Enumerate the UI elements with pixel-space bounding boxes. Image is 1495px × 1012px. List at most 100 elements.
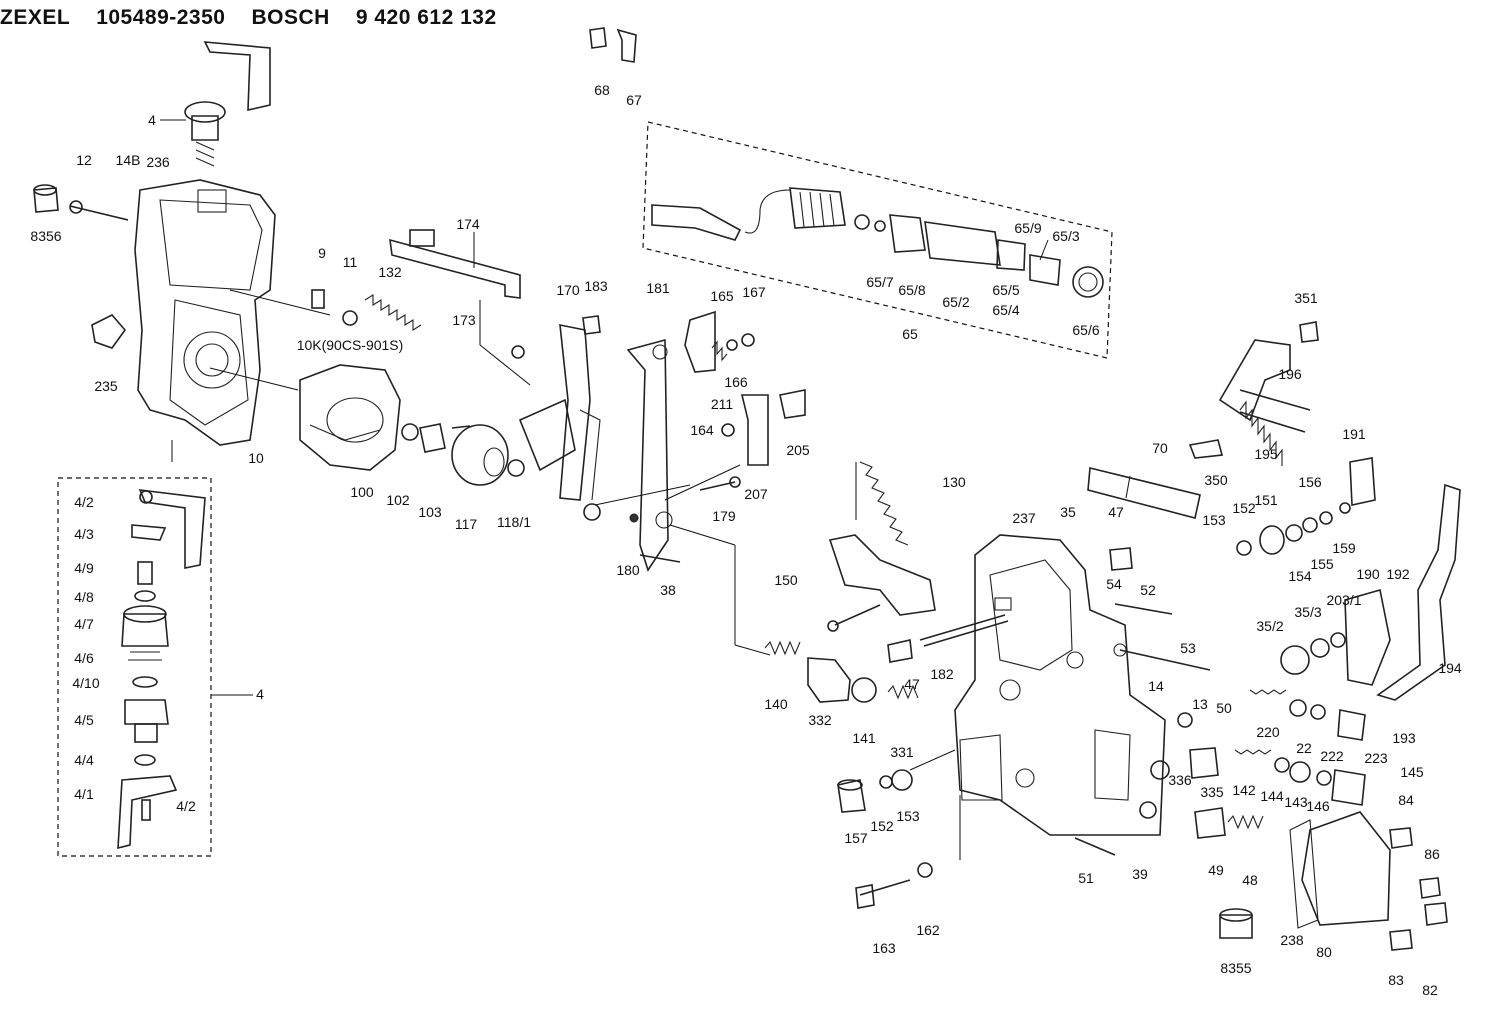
part-35-2: [1280, 645, 1310, 675]
part-183: [582, 315, 601, 335]
part-102: [401, 423, 419, 441]
label-181: 181: [646, 280, 670, 296]
label-47a: 47: [1108, 504, 1124, 520]
label-152b: 152: [870, 818, 894, 834]
part-146: [1316, 770, 1332, 786]
label-65-4: 65/4: [992, 302, 1020, 318]
part-154: [1285, 524, 1303, 542]
part-170-lever: [511, 324, 601, 521]
part-103: [419, 423, 446, 453]
label-237: 237: [1012, 510, 1036, 526]
part-195-spring: [1239, 400, 1283, 466]
label-156: 156: [1298, 474, 1322, 490]
label-51: 51: [1078, 870, 1094, 886]
label-10: 10: [248, 450, 264, 466]
part-144: [1274, 757, 1290, 773]
label-80: 80: [1316, 944, 1332, 960]
label-142: 142: [1232, 782, 1256, 798]
label-140: 140: [764, 696, 788, 712]
part-238-gasket: [1289, 819, 1319, 929]
label-166: 166: [724, 374, 748, 390]
part-193-lever: [1376, 483, 1461, 701]
label-14b: 14B: [115, 152, 141, 168]
part-86: [1419, 877, 1441, 899]
part-143: [1289, 761, 1311, 783]
label-84: 84: [1398, 792, 1414, 808]
label-173: 173: [452, 312, 476, 328]
label-222: 222: [1320, 748, 1344, 764]
label-151: 151: [1254, 492, 1278, 508]
label-65-2: 65/2: [942, 294, 970, 310]
part-8355: [1219, 908, 1253, 939]
label-4-6: 4/6: [74, 650, 94, 666]
label-4-2a: 4/2: [74, 494, 94, 510]
label-167: 167: [742, 284, 766, 300]
part-117: [451, 424, 509, 486]
part-8356: [33, 184, 59, 213]
label-49: 49: [1208, 862, 1224, 878]
label-13: 13: [1192, 696, 1208, 712]
label-70: 70: [1152, 440, 1168, 456]
part-165-spring: [711, 340, 728, 362]
part-166: [726, 339, 738, 351]
label-65-5: 65/5: [992, 282, 1020, 298]
label-4-5: 4/5: [74, 712, 94, 728]
label-182: 182: [930, 666, 954, 682]
pump-housing: [954, 534, 1166, 836]
label-52: 52: [1140, 582, 1156, 598]
part-22: [1289, 699, 1307, 717]
part-350: [1188, 439, 1224, 459]
label-193: 193: [1392, 730, 1416, 746]
label-211: 211: [710, 396, 734, 412]
part-13: [1177, 712, 1193, 728]
part-49: [1194, 807, 1226, 839]
group-4-box: [57, 477, 212, 857]
part-70: [1087, 467, 1201, 519]
label-65-3: 65/3: [1052, 228, 1080, 244]
label-118-1: 118/1: [497, 514, 531, 530]
label-68: 68: [594, 82, 610, 98]
part-223: [1337, 709, 1366, 741]
label-4: 4: [148, 112, 156, 128]
part-48: [1227, 814, 1264, 830]
label-190: 190: [1356, 566, 1380, 582]
label-153b: 153: [896, 808, 920, 824]
label-10k: 10K(90CS-901S): [296, 337, 404, 353]
label-223: 223: [1364, 750, 1388, 766]
part-152b: [879, 775, 893, 789]
part-82: [1424, 902, 1448, 926]
label-183: 183: [584, 278, 608, 294]
part-181-lever: [594, 338, 771, 656]
label-22: 22: [1296, 740, 1312, 756]
label-332: 332: [808, 712, 832, 728]
label-196: 196: [1278, 366, 1302, 382]
part-130-spring: [855, 461, 909, 546]
label-180: 180: [616, 562, 640, 578]
label-65-8: 65/8: [898, 282, 926, 298]
label-192: 192: [1386, 566, 1410, 582]
label-205: 205: [786, 442, 810, 458]
label-165: 165: [710, 288, 734, 304]
part-84: [1389, 827, 1413, 849]
part-67: [616, 28, 637, 63]
label-82: 82: [1422, 982, 1438, 998]
label-117: 117: [454, 516, 478, 532]
label-35-2: 35/2: [1256, 618, 1284, 634]
label-174: 174: [456, 216, 480, 232]
part-9: [311, 289, 325, 309]
label-150: 150: [774, 572, 798, 588]
part-4-cap: [160, 41, 271, 167]
part-220: [1249, 689, 1287, 695]
part-150-lever: [827, 534, 936, 632]
label-54: 54: [1106, 576, 1122, 592]
part-182-shaft: [919, 614, 1009, 647]
part-179: [699, 476, 741, 491]
part-141: [851, 677, 877, 703]
part-331: [887, 684, 919, 700]
part-164-plate: [684, 310, 716, 373]
part-207-bracket: [740, 394, 769, 466]
label-163: 163: [872, 940, 896, 956]
label-38: 38: [660, 582, 676, 598]
